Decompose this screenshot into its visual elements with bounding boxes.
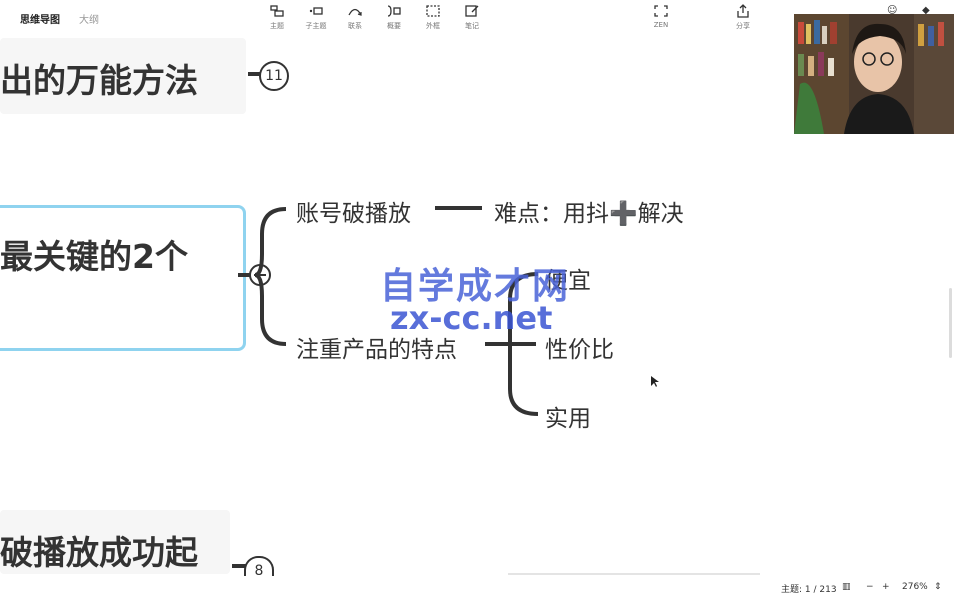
status-bar: 主题: 1 / 213 ▥ − + 276% ⇕: [770, 578, 956, 595]
map-view-icon[interactable]: ▥: [842, 582, 851, 592]
horizontal-scrollbar[interactable]: [508, 573, 760, 575]
share-icon: [735, 4, 751, 18]
note-label: 笔记: [465, 22, 479, 30]
leaf-node[interactable]: 性价比: [545, 330, 614, 364]
zoom-in-button[interactable]: +: [882, 582, 890, 592]
note-icon: [464, 4, 480, 18]
zen-label: ZEN: [654, 21, 668, 29]
subtopic-button[interactable]: 子主题: [296, 4, 336, 31]
leaf-node[interactable]: 实用: [545, 399, 591, 433]
relationship-button[interactable]: 联系: [335, 4, 375, 31]
topic-counter: 主题: 1 / 213: [781, 582, 837, 595]
vertical-scrollbar[interactable]: [949, 288, 952, 358]
relationship-icon: [347, 4, 363, 18]
note-button[interactable]: 笔记: [452, 4, 492, 31]
topic-title[interactable]: 破播放成功起: [0, 526, 198, 574]
boundary-icon: [425, 4, 441, 18]
tab-mindmap[interactable]: 思维导图: [20, 11, 60, 26]
zoom-level[interactable]: 276%: [902, 582, 928, 592]
collapsed-count-badge[interactable]: 8: [244, 556, 274, 576]
subtopic-icon: [308, 4, 324, 18]
watermark-url: zx-cc.net: [390, 299, 552, 337]
share-label: 分享: [736, 22, 750, 30]
mouse-cursor-icon: [651, 376, 659, 388]
topic-label: 主题: [270, 22, 284, 30]
summary-label: 概要: [387, 22, 401, 30]
summary-icon: [386, 4, 402, 18]
share-button[interactable]: 分享: [723, 4, 763, 31]
zoom-out-button[interactable]: −: [866, 582, 874, 592]
zen-button[interactable]: ZEN: [641, 4, 681, 29]
boundary-button[interactable]: 外框: [413, 4, 453, 31]
subtopic-label: 子主题: [306, 22, 327, 30]
leaf-node[interactable]: 难点：用抖➕解决: [494, 194, 684, 228]
tab-outline[interactable]: 大纲: [79, 11, 99, 26]
topic-button[interactable]: 主题: [257, 4, 297, 31]
fullscreen-icon: [653, 4, 669, 18]
presenter-video: [794, 14, 954, 134]
topic-icon: [269, 4, 285, 18]
zoom-stepper-icon[interactable]: ⇕: [934, 582, 942, 592]
branch-node[interactable]: 账号破播放: [296, 194, 411, 228]
summary-button[interactable]: 概要: [374, 4, 414, 31]
relationship-label: 联系: [348, 22, 362, 30]
boundary-label: 外框: [426, 22, 440, 30]
webcam-overlay: [794, 14, 954, 134]
